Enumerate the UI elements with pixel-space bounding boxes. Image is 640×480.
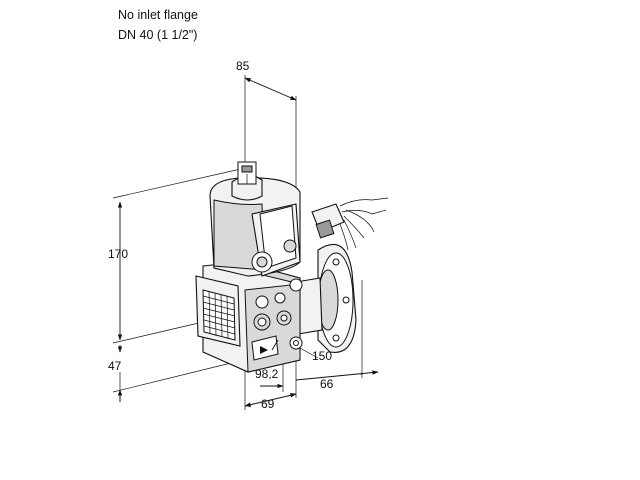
dim-98-2-label: 98,2 [255, 367, 279, 381]
dim-47-label: 47 [108, 359, 122, 373]
dim-66-label: 66 [320, 377, 334, 391]
valve-illustration [195, 161, 389, 373]
dim-170-label: 170 [108, 247, 128, 261]
caption-line-1: No inlet flange [118, 8, 198, 22]
dim-69-label: 69 [261, 397, 275, 411]
dim-85-label: 85 [236, 59, 250, 73]
dim-150-label: 150 [312, 349, 332, 363]
caption-line-2: DN 40 (1 1/2") [118, 28, 198, 42]
